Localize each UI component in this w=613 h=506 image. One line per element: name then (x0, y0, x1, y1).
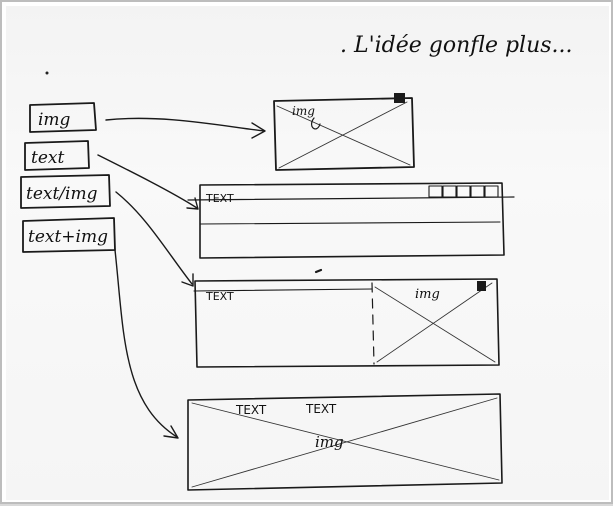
handwritten-note: . L'idée gonfle plus... (340, 33, 573, 58)
legend-item-text: text (24, 140, 90, 171)
block-text-label: TEXT (205, 192, 234, 205)
icon-square (428, 185, 443, 198)
legend-item-img: img (29, 102, 97, 133)
block-overlay-img-label: img (315, 433, 344, 451)
stray-mark (314, 268, 323, 274)
legend-label: text (31, 148, 64, 168)
corner-icon (394, 93, 405, 103)
arrow-text (97, 154, 199, 210)
legend-item-text-img: text/img (20, 174, 111, 209)
block-text-over-img: TEXT TEXT img (187, 393, 503, 491)
block-img: img (273, 93, 415, 171)
block-overlay-text-1: TEXT (235, 403, 267, 417)
icon-square (470, 185, 485, 198)
block-text: TEXT (187, 182, 515, 259)
img-scribble (310, 117, 321, 130)
icon-square (484, 185, 499, 198)
paper-sheet (6, 6, 609, 500)
stray-dot (45, 71, 49, 75)
legend-label: text+img (28, 227, 108, 247)
arrow-text-img (115, 191, 194, 287)
legend-label: img (38, 110, 71, 130)
block-text-img: TEXT img (193, 278, 500, 368)
legend-label: text/img (26, 184, 98, 204)
icon-square (442, 185, 457, 198)
corner-icon (477, 281, 486, 291)
block-text-img-img-label: img (415, 287, 440, 302)
block-overlay-text-2: TEXT (305, 402, 337, 416)
block-img-label: img (292, 104, 315, 118)
arrow-text-plus-img (114, 249, 179, 439)
block-text-img-text-label: TEXT (205, 290, 234, 303)
toolbar-icons (428, 185, 499, 198)
icon-square (456, 185, 471, 198)
arrow-img (105, 117, 266, 139)
legend-item-text-plus-img: text+img (22, 217, 116, 253)
